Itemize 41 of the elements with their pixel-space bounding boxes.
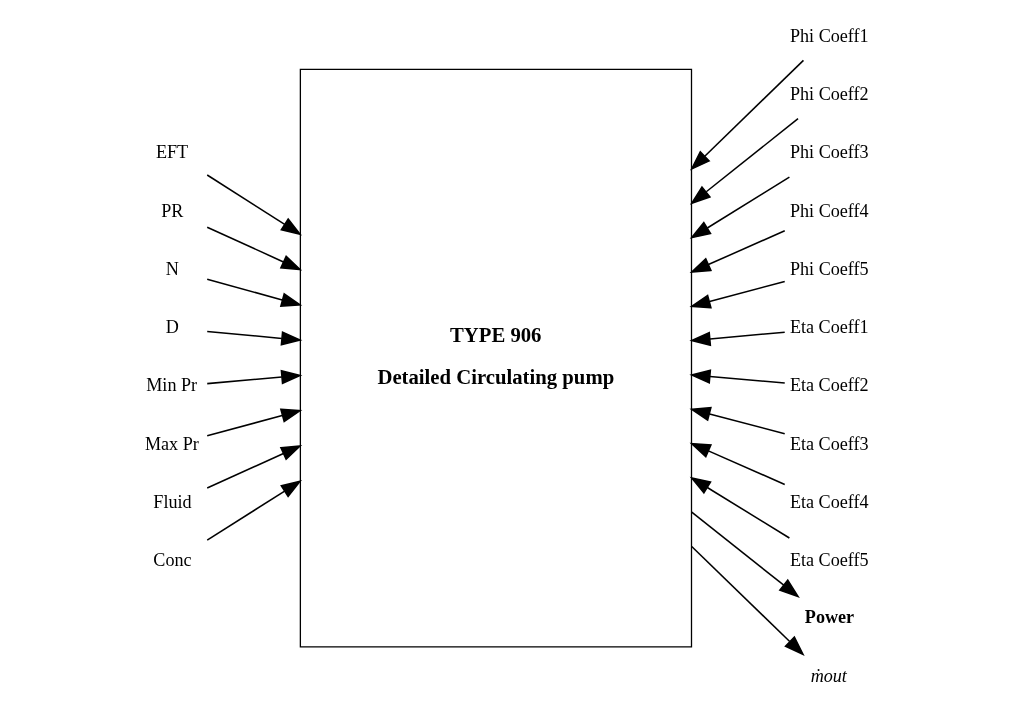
node-text: Eta Coeff2	[789, 375, 869, 396]
arrow	[690, 511, 800, 598]
node-text: N	[165, 258, 179, 279]
arrow	[688, 331, 785, 347]
arrow	[689, 176, 790, 239]
node-text: Min Pr	[145, 375, 197, 396]
node-text: Eta Coeff1	[789, 317, 869, 338]
node-text: Power	[804, 607, 854, 628]
arrow	[205, 445, 302, 489]
arrow	[688, 369, 785, 384]
node-text: Phi Coeff5	[789, 258, 869, 279]
node-text: Fluid	[152, 492, 192, 512]
arrow	[205, 174, 302, 236]
arrow	[689, 117, 799, 205]
arrow	[689, 476, 790, 539]
node-box: TYPE 906 Detailed Circulating pump	[299, 68, 692, 648]
arrow	[205, 330, 302, 346]
node-text: D	[165, 317, 179, 338]
node-text: EFT	[155, 142, 188, 163]
node-text: Max Pr	[144, 433, 199, 454]
node-text: Phi Coeff3	[789, 142, 869, 163]
arrow	[689, 442, 785, 486]
arrow	[205, 369, 302, 385]
node-text: PR	[160, 200, 183, 221]
arrow	[205, 278, 302, 307]
arrow	[205, 226, 302, 271]
node-text: Phi Coeff1	[789, 25, 869, 46]
node-text: Eta Coeff4	[789, 492, 869, 512]
node-text: Phi Coeff2	[789, 84, 869, 105]
node-text: ṁout	[810, 665, 847, 686]
arrow	[688, 280, 785, 309]
node-text: Eta Coeff3	[789, 433, 869, 454]
arrow	[205, 408, 302, 437]
arrow	[689, 229, 785, 273]
node-text: Eta Coeff5	[789, 550, 869, 571]
arrow	[205, 480, 302, 541]
arrow	[690, 545, 805, 656]
node-text: Phi Coeff4	[789, 200, 869, 221]
arrow	[689, 59, 804, 171]
arrow	[688, 406, 785, 435]
node-text: Conc	[152, 550, 192, 571]
